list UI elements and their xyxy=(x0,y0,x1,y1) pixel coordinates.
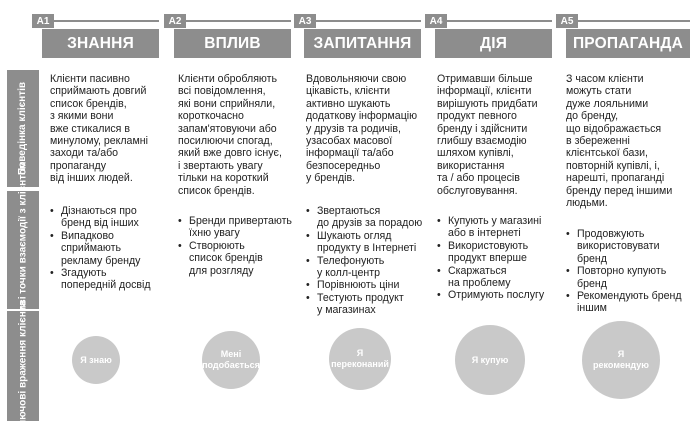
list-item: Шукають огляд продукту в Інтернеті xyxy=(306,230,422,255)
list-item: Звертаються до друзів за порадою xyxy=(306,205,422,230)
stage-awareness-behavior-text: Клієнти пасивно сприймають довгий список… xyxy=(50,73,148,185)
list-item: Згадують попередній досвід xyxy=(50,267,151,292)
stage-appeal-tab-line xyxy=(186,20,291,22)
stage-appeal-title: ВПЛИВ xyxy=(174,29,291,58)
stage-act-impression: Я купую xyxy=(455,325,525,395)
stage-awareness-tab: A1 xyxy=(32,14,54,28)
list-item: Бренди привертають їхню увагу xyxy=(178,215,292,240)
list-item: Скаржаться на проблему xyxy=(437,265,544,290)
row-label-behavior: Поведінка клієнтів xyxy=(7,70,39,187)
list-item: Випадково сприймають рекламу бренду xyxy=(50,230,151,267)
stage-advocate: A5 ПРОПАГАНДА xyxy=(556,14,690,58)
stage-ask-impression-text: Я переконаний xyxy=(331,348,389,369)
stage-ask: A3 ЗАПИТАННЯ xyxy=(294,14,421,58)
row-label-impressions: Ключові враження клієнта xyxy=(7,300,39,432)
stage-advocate-tab: A5 xyxy=(556,14,578,28)
row-label-impressions-text: Ключові враження клієнта xyxy=(17,300,29,432)
stage-ask-tab-line xyxy=(316,20,421,22)
list-item: Телефонують у колл-центр xyxy=(306,255,422,280)
stage-awareness-impression: Я знаю xyxy=(72,336,120,384)
stage-act: A4 ДІЯ xyxy=(425,14,552,58)
list-item: Тестують продукт у магазинах xyxy=(306,292,422,317)
stage-act-tab: A4 xyxy=(425,14,447,28)
list-item: Отримують послугу xyxy=(437,289,544,302)
stage-advocate-behavior-text: З часом клієнти можуть стати дуже лояльн… xyxy=(566,73,673,210)
stage-appeal-touchpoints: Бренди привертають їхню увагу Створюють … xyxy=(178,215,292,277)
stage-awareness-title: ЗНАННЯ xyxy=(42,29,159,58)
list-item: Використовують продукт вперше xyxy=(437,240,544,265)
stage-appeal-behavior: Клієнти обробляють всі повідомлення, які… xyxy=(178,73,282,197)
stage-ask-touchpoints: Звертаються до друзів за порадою Шукають… xyxy=(306,205,422,317)
stage-act-title: ДІЯ xyxy=(435,29,552,58)
stage-awareness: A1 ЗНАННЯ xyxy=(32,14,159,58)
stage-advocate-impression: Я рекомендую xyxy=(582,321,660,399)
stage-appeal-impression-text: Мені подобається xyxy=(202,349,260,370)
stage-act-behavior: Отримавши більше інформації, клієнти вир… xyxy=(437,73,538,197)
stage-ask-behavior: Вдовольняючи свою цікавість, клієнти акт… xyxy=(306,73,417,185)
stage-act-behavior-text: Отримавши більше інформації, клієнти вир… xyxy=(437,73,538,197)
stage-awareness-touchpoints: Дізнаються про бренд від інших Випадково… xyxy=(50,205,151,292)
stage-advocate-tab-line xyxy=(578,20,690,22)
list-item: Створюють список брендів для розгляду xyxy=(178,240,292,277)
stage-advocate-impression-text: Я рекомендую xyxy=(593,349,649,370)
stage-act-impression-text: Я купую xyxy=(471,354,509,365)
stage-ask-behavior-text: Вдовольняючи свою цікавість, клієнти акт… xyxy=(306,73,418,185)
stage-appeal: A2 ВПЛИВ xyxy=(164,14,291,58)
stage-awareness-impression-text: Я знаю xyxy=(80,354,112,365)
list-item: Повторно купують бренд xyxy=(566,265,682,290)
stage-appeal-behavior-text: Клієнти обробляють всі повідомлення, які… xyxy=(178,73,282,197)
stage-appeal-impression: Мені подобається xyxy=(202,331,260,389)
stage-ask-title: ЗАПИТАННЯ xyxy=(304,29,421,58)
stage-advocate-behavior: З часом клієнти можуть стати дуже лояльн… xyxy=(566,73,672,209)
list-item: Рекомендують бренд іншим xyxy=(566,290,682,315)
stage-act-touchpoints: Купують у магазині або в інтернеті Викор… xyxy=(437,215,544,302)
list-item: Купують у магазині або в інтернеті xyxy=(437,215,544,240)
stage-act-tab-line xyxy=(447,20,552,22)
list-item: Дізнаються про бренд від інших xyxy=(50,205,151,230)
stage-awareness-tab-line xyxy=(54,20,159,22)
list-item: Порівнюють ціни xyxy=(306,279,422,292)
stage-advocate-title: ПРОПАГАНДА xyxy=(566,29,690,58)
row-label-touchpoints: Можливі точки взаємодії з клієнтом xyxy=(7,161,39,339)
stage-advocate-touchpoints: Продовжують використовувати бренд Повтор… xyxy=(566,228,682,315)
stage-ask-impression: Я переконаний xyxy=(329,328,391,390)
stage-awareness-behavior: Клієнти пасивно сприймають довгий список… xyxy=(50,73,148,185)
stage-appeal-tab: A2 xyxy=(164,14,186,28)
list-item: Продовжують використовувати бренд xyxy=(566,228,682,265)
stage-ask-tab: A3 xyxy=(294,14,316,28)
